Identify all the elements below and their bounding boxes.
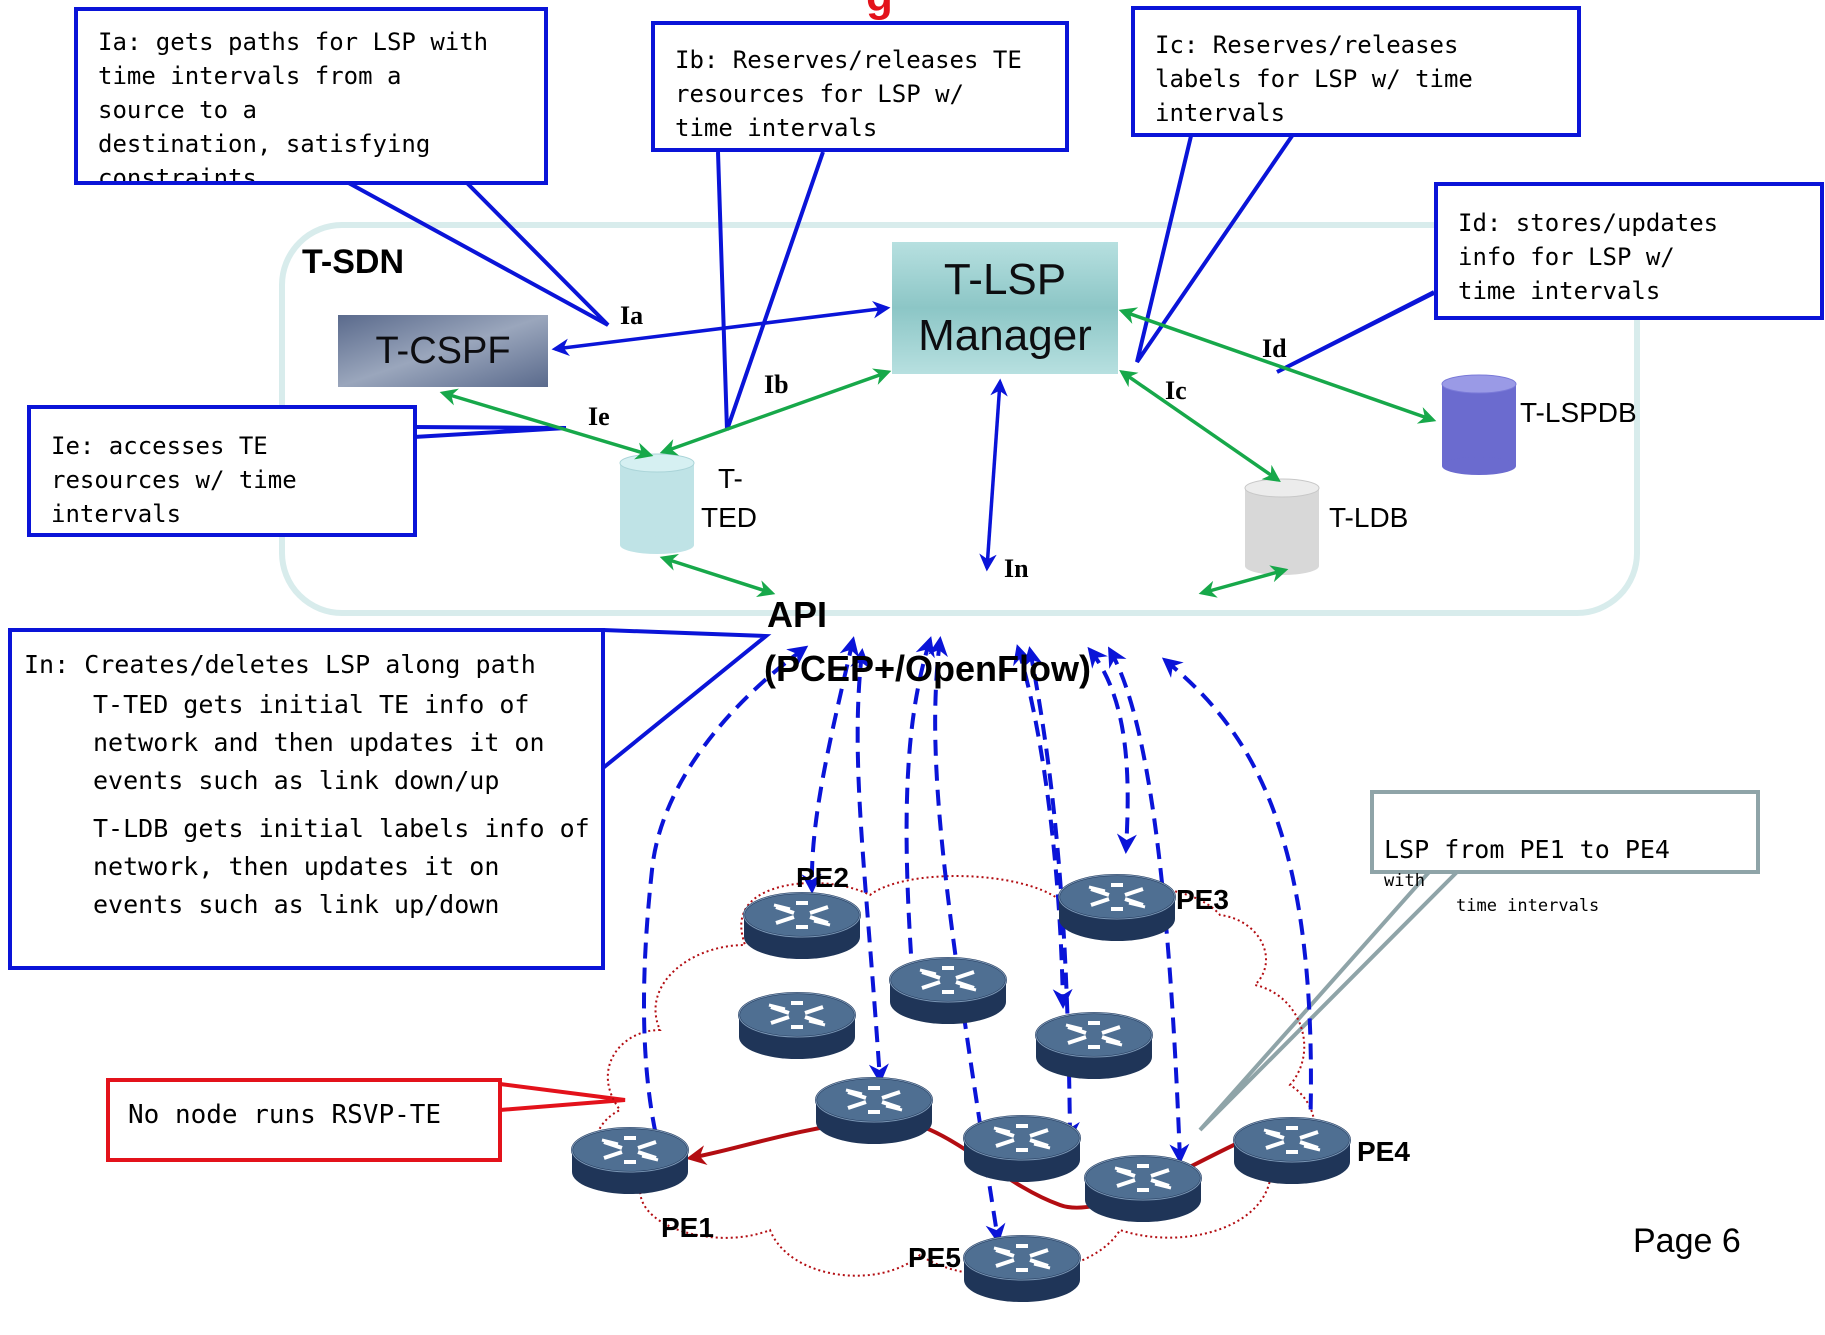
callout-ie: Ie: accesses TE resources w/ time interv…	[27, 405, 417, 537]
callout-lsp: LSP from PE1 to PE4 with time intervals	[1370, 790, 1760, 916]
callout-lsp-time: time intervals	[1456, 896, 1600, 916]
router-core-2	[737, 991, 857, 1061]
router-pe4	[1232, 1116, 1352, 1186]
tted-cylinder	[619, 453, 695, 554]
interface-ia: Ia	[620, 301, 644, 330]
callout-ia: Ia: gets paths for LSP with time interva…	[74, 7, 548, 185]
node-pe2: PE2	[796, 862, 849, 893]
router-core-4	[814, 1076, 934, 1146]
router-core-1	[888, 956, 1008, 1026]
callout-in-ted: T-TED gets initial TE info of network an…	[93, 690, 545, 795]
tted-label-1: T-	[718, 463, 743, 494]
tlsp-manager-box	[892, 242, 1118, 374]
tldb-label: T-LDB	[1329, 502, 1409, 533]
node-pe4: PE4	[1357, 1136, 1410, 1167]
router-pe1	[570, 1126, 690, 1196]
interface-id: Id	[1262, 334, 1287, 363]
node-pe1: PE1	[661, 1212, 714, 1243]
node-pe3: PE3	[1176, 884, 1229, 915]
tcspf-box	[338, 315, 548, 387]
interface-ib: Ib	[764, 370, 789, 399]
router-pe2	[742, 891, 862, 961]
callout-in-ldb: T-LDB gets initial labels info of networ…	[93, 814, 590, 919]
tldb-cylinder	[1244, 478, 1320, 575]
node-pe5: PE5	[908, 1242, 961, 1273]
tted-label-2: TED	[701, 502, 757, 533]
callout-ic: Ic: Reserves/releases labels for LSP w/ …	[1131, 6, 1581, 137]
interface-in: In	[1004, 554, 1029, 583]
callout-rsvp: No node runs RSVP-TE	[106, 1078, 502, 1162]
callout-lsp-main: LSP from PE1 to PE4	[1384, 835, 1670, 864]
title-fragment: g	[866, 0, 893, 22]
callout-in-line: In: Creates/deletes LSP along path	[24, 650, 536, 679]
page-number: Page 6	[1633, 1222, 1741, 1260]
tlspdb-label: T-LSPDB	[1520, 397, 1637, 428]
interface-ic: Ic	[1165, 376, 1187, 405]
tsdn-label: T-SDN	[302, 243, 404, 281]
api-protocols-label: (PCEP+/OpenFlow)	[764, 648, 1092, 689]
router-core-3	[1034, 1011, 1154, 1081]
router-pe5	[962, 1234, 1082, 1304]
tlspdb-cylinder	[1441, 374, 1517, 475]
interface-ie: Ie	[588, 402, 610, 431]
callout-lsp-with: with	[1384, 871, 1425, 891]
callout-ib: Ib: Reserves/releases TE resources for L…	[651, 21, 1069, 152]
tcspf: T-CSPF	[375, 329, 511, 372]
router-core-5	[962, 1114, 1082, 1184]
callout-in: In: Creates/deletes LSP along path T-TED…	[8, 628, 605, 970]
router-pe3	[1057, 873, 1177, 943]
router-core-6	[1083, 1154, 1203, 1224]
callout-id: Id: stores/updates info for LSP w/ time …	[1434, 182, 1824, 320]
api-label: API	[767, 594, 828, 635]
tlsp-manager: T-LSP Manager	[918, 255, 1092, 360]
